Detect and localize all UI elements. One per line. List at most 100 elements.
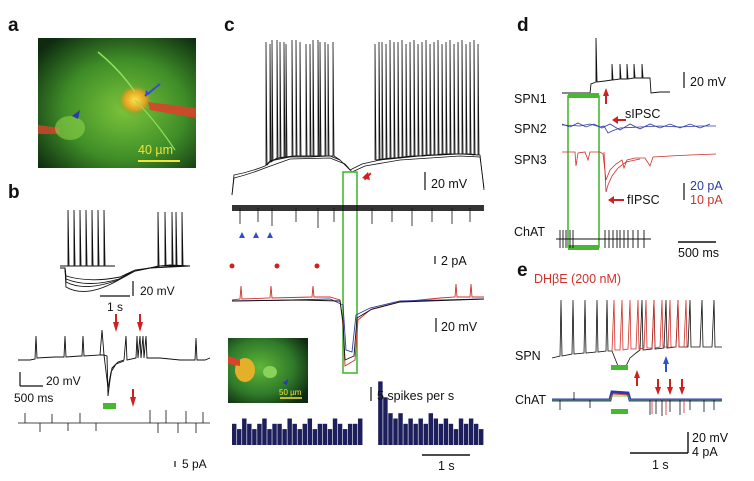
arrow-d-red (603, 88, 609, 104)
hist-bar (433, 418, 439, 445)
scale-time-c: 1 s (438, 459, 455, 473)
panel-label-b: b (8, 182, 20, 203)
hist-bar (277, 423, 282, 445)
stim-bar-e-top (611, 365, 628, 370)
scalebar-b-mid (19, 372, 43, 387)
hist-bar (438, 423, 444, 445)
hist-bar (232, 423, 237, 445)
traces-b-top (60, 209, 191, 292)
traces-c-mid (231, 283, 485, 367)
hist-bar (388, 413, 393, 445)
markers-c (229, 232, 320, 269)
label-sipsc: sIPSC (625, 107, 660, 121)
scale-i-c: 2 pA (441, 254, 467, 268)
stim-box-d (567, 95, 600, 248)
row-label-spn1: SPN1 (514, 92, 547, 106)
scale-v-b1: 20 mV (140, 284, 175, 298)
row-label-spn3: SPN3 (514, 153, 547, 167)
hist-bar (237, 429, 242, 445)
row-label-spn2: SPN2 (514, 122, 547, 136)
hist-bar (342, 429, 348, 445)
hist-bar (262, 418, 267, 445)
hist-bar (282, 429, 287, 445)
traces-c-top (231, 39, 485, 196)
trace-b-middle (18, 329, 211, 397)
trace-d-spn1 (562, 37, 670, 94)
stim-bar-e-bottom (611, 409, 628, 414)
hist-bar (478, 429, 484, 445)
hist-bar (393, 418, 398, 445)
hist-bar (458, 418, 464, 445)
hist-bar (267, 429, 272, 445)
scale-time-b1: 1 s (107, 300, 123, 314)
hist-bar (448, 423, 454, 445)
micrograph-a (38, 38, 196, 168)
scale-v-b2: 20 mV (46, 374, 81, 388)
hist-bar (453, 429, 459, 445)
scale-i-d-red: 10 pA (690, 193, 723, 207)
stim-bar-d-bottom (568, 245, 599, 250)
hist-bar (332, 418, 338, 445)
hist-bar (398, 413, 403, 445)
raster-d-chat (556, 230, 651, 248)
hist-bar (287, 418, 292, 445)
arrow-c-top (362, 172, 372, 181)
hist-bar (312, 429, 318, 445)
trace-b-bottom (18, 410, 210, 433)
stim-bar-d-top (568, 93, 599, 98)
hist-bar (473, 423, 479, 445)
micrograph-c-inset (228, 338, 308, 403)
arrows-b (113, 314, 143, 407)
scale-v-c1: 20 mV (431, 177, 468, 191)
scalebar-e (630, 432, 689, 454)
hist-bar (383, 397, 388, 445)
scale-bar-a: 40 µm (138, 143, 173, 157)
row-label-spn-e: SPN (515, 349, 541, 363)
arrows-e (634, 356, 685, 395)
hist-bar (403, 423, 408, 445)
hist-bar (378, 381, 383, 445)
hist-bar (307, 418, 313, 445)
panel-label-a: a (8, 15, 19, 36)
hist-bar (322, 423, 328, 445)
scale-time-d: 500 ms (678, 246, 719, 260)
scale-time-b2: 500 ms (14, 391, 53, 405)
scale-i-b: 5 pA (182, 457, 207, 471)
label-fipsc: fIPSC (627, 193, 660, 207)
hist-bar (292, 423, 297, 445)
hist-bar (463, 423, 469, 445)
hist-bar (247, 423, 252, 445)
hist-bar (418, 418, 423, 445)
hist-bar (272, 423, 277, 445)
hist-bar (428, 413, 433, 445)
drug-label-e: DHβE (200 nM) (534, 272, 621, 286)
hist-bar (443, 418, 449, 445)
hist-bar (297, 429, 302, 445)
hist-bar (468, 418, 474, 445)
inset-scale-c: 50 µm (279, 388, 302, 397)
scale-v-e: 20 mV (692, 431, 729, 445)
hist-bar (423, 423, 428, 445)
scale-v-d: 20 mV (690, 75, 727, 89)
trace-d-spn2 (561, 122, 716, 134)
panel-label-e: e (517, 260, 528, 281)
arrow-d-fipsc (608, 196, 624, 204)
hist-bar (327, 429, 333, 445)
hist-bar (352, 423, 358, 445)
panel-label-d: d (517, 15, 529, 36)
traces-e-spn (551, 299, 722, 367)
hist-bar (317, 423, 323, 445)
stim-box-c (342, 171, 358, 374)
scale-v-c2: 20 mV (441, 320, 478, 334)
trace-d-spn3 (562, 151, 717, 193)
hist-bar (302, 423, 307, 445)
hist-bar (358, 418, 363, 445)
hist-bar (257, 423, 262, 445)
hist-bar (337, 423, 343, 445)
hist-bar (252, 429, 257, 445)
hist-bar (408, 418, 413, 445)
hist-bar (413, 423, 418, 445)
traces-e-chat (552, 390, 722, 416)
scale-i-e: 4 pA (692, 445, 718, 459)
